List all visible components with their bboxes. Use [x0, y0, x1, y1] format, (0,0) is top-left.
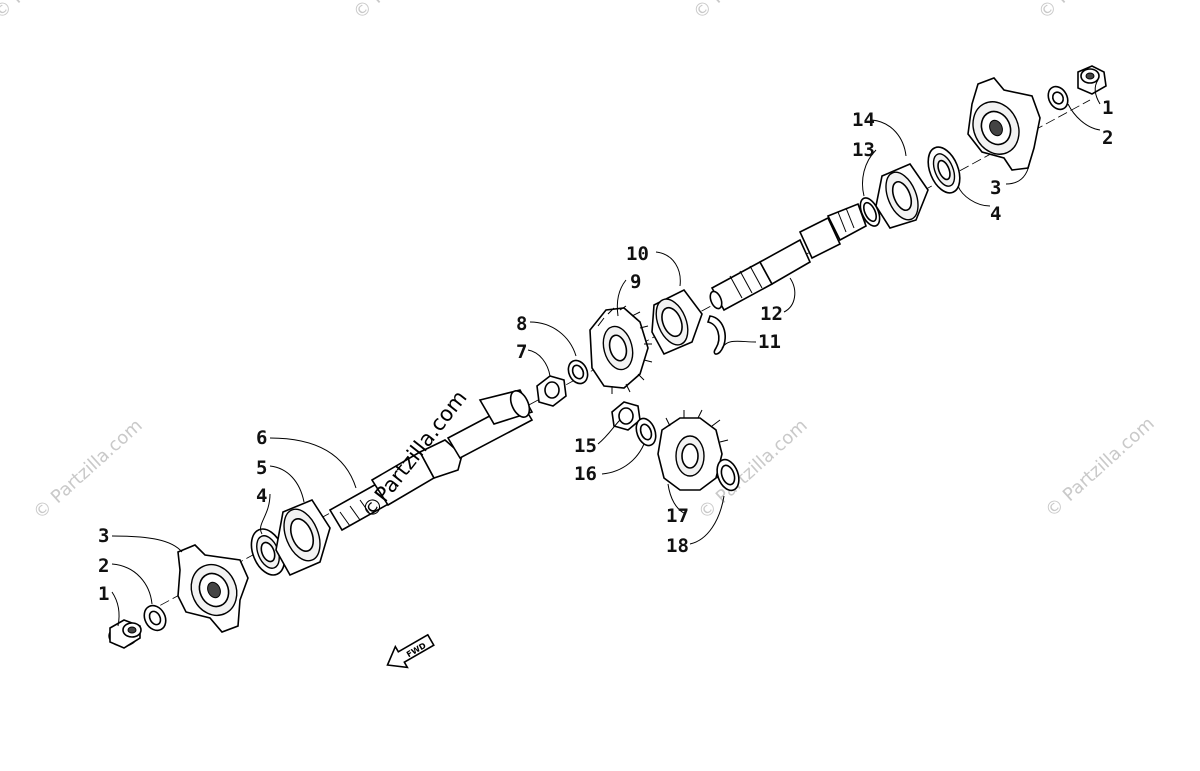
part-3-flange-left	[177, 544, 249, 633]
part-13-snap-ring	[859, 197, 881, 227]
part-2-washer-left	[143, 604, 167, 632]
callout-8: 8	[516, 313, 527, 335]
callout-18: 18	[666, 535, 689, 557]
watermark-top-3: © Partzilla.com	[689, 0, 806, 24]
part-10-bearing	[651, 288, 703, 356]
callout-11: 11	[758, 331, 781, 353]
callout-labels: 1 2 3 4 13 14 12 11 10 9 8 7 15 16 17 18…	[98, 97, 1113, 605]
callout-4-right: 4	[990, 203, 1001, 225]
part-12-output-shaft	[709, 202, 867, 312]
part-6-pinion-shaft	[328, 389, 534, 532]
part-11-snap-ring	[706, 315, 726, 355]
part-1-nut-right	[1077, 65, 1107, 95]
callout-13: 13	[852, 139, 875, 161]
callout-5: 5	[256, 457, 267, 479]
part-5-bearing	[275, 499, 331, 577]
callout-2-left: 2	[98, 555, 109, 577]
callout-6: 6	[256, 427, 267, 449]
watermark-left: © Partzilla.com	[29, 415, 146, 524]
callout-9: 9	[630, 271, 641, 293]
callout-10: 10	[626, 243, 649, 265]
watermark-top-4: © Partzilla.com	[1034, 0, 1151, 24]
callout-12: 12	[760, 303, 783, 325]
watermark-top-2: © Partzilla.com	[349, 0, 466, 24]
callout-7: 7	[516, 341, 527, 363]
part-17-bevel-gear	[657, 409, 731, 491]
watermark-right: © Partzilla.com	[1041, 413, 1158, 522]
part-2-washer-right	[1047, 85, 1069, 111]
part-7-nut	[536, 375, 567, 407]
part-14-bearing	[875, 163, 929, 229]
callout-3-right: 3	[990, 177, 1001, 199]
part-8-washer	[567, 359, 589, 385]
part-1-nut-left	[108, 619, 142, 649]
callout-17: 17	[666, 505, 689, 527]
callout-14: 14	[852, 109, 875, 131]
callout-15: 15	[574, 435, 597, 457]
fwd-arrow: FWD	[386, 633, 435, 669]
part-4-seal-left	[250, 528, 286, 576]
callout-3-left: 3	[98, 525, 109, 547]
callout-1-right: 1	[1102, 97, 1113, 119]
callout-16: 16	[574, 463, 597, 485]
callout-4-left: 4	[256, 485, 267, 507]
part-18-washer	[716, 458, 740, 492]
part-9-ring-gear	[589, 305, 653, 394]
callout-2-right: 2	[1102, 127, 1113, 149]
part-15-nut	[611, 401, 641, 431]
part-16-washer	[635, 417, 657, 447]
part-4-seal-right	[927, 146, 961, 194]
watermark-top-1: © Partzilla.com	[0, 0, 107, 24]
callout-1-left: 1	[98, 583, 109, 605]
part-3-flange-right	[967, 77, 1041, 171]
leader-lines	[111, 79, 1101, 627]
